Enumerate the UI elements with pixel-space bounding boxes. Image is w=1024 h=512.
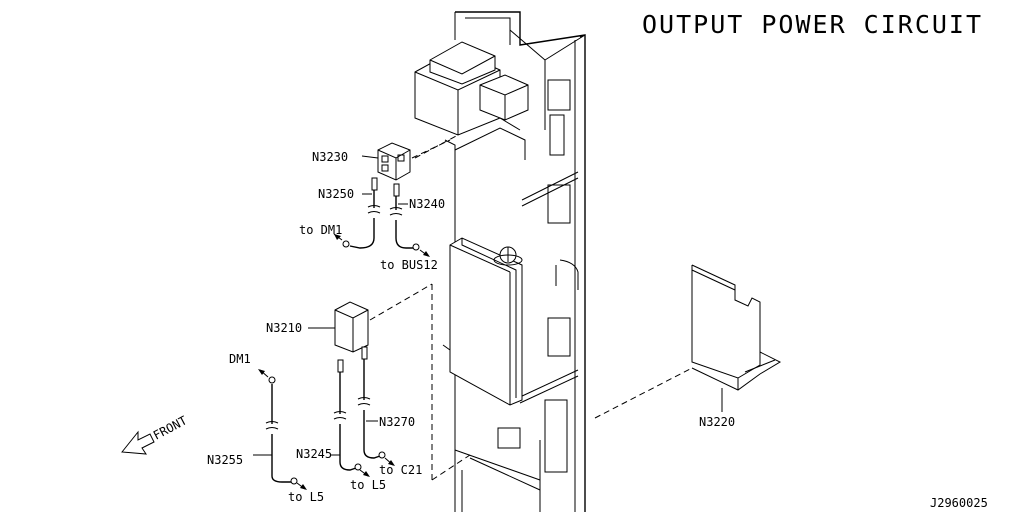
label-to-dm1: to DM1: [299, 223, 342, 237]
label-to-c21: to C21: [379, 463, 422, 477]
label-to-l5-a: to L5: [288, 490, 324, 504]
label-dm1: DM1: [229, 352, 251, 366]
dashed-ref-top: [414, 134, 459, 159]
label-n3270: N3270: [379, 415, 415, 429]
harness-n3270[interactable]: [357, 346, 386, 459]
arrow-to-l5-b: [359, 469, 370, 477]
figure-id: J2960025: [930, 496, 988, 510]
arrow-dm1: [258, 369, 269, 378]
dashed-ref-n3220: [594, 367, 693, 419]
label-n3255: N3255: [207, 453, 243, 467]
connector-n3210[interactable]: [334, 301, 369, 353]
label-n3210: N3210: [266, 321, 302, 335]
label-to-bus12: to BUS12: [380, 258, 438, 272]
arrow-to-c21: [384, 457, 395, 466]
arrow-to-bus12: [419, 249, 430, 257]
label-n3245: N3245: [296, 447, 332, 461]
label-n3220: N3220: [699, 415, 735, 429]
label-to-l5-b: to L5: [350, 478, 386, 492]
connector-n3230[interactable]: [377, 142, 411, 181]
leader-n3230: [361, 155, 379, 159]
diagram-title: OUTPUT POWER CIRCUIT: [642, 10, 983, 39]
dashed-ref-bottom: [431, 454, 471, 481]
cabinet-frame: [454, 11, 586, 512]
upper-contactor-assembly: [414, 41, 529, 160]
mounting-plate: [442, 139, 523, 406]
cover-plate-n3220[interactable]: [691, 264, 782, 391]
label-n3230: N3230: [312, 150, 348, 164]
front-arrow-icon: [121, 430, 155, 455]
label-n3250: N3250: [318, 187, 354, 201]
arrow-to-l5-a: [296, 482, 307, 490]
label-front: FRONT: [151, 413, 189, 442]
harness-n3240[interactable]: [389, 183, 420, 251]
harness-n3255[interactable]: [265, 376, 298, 485]
harness-n3245[interactable]: [333, 359, 362, 471]
harness-n3250[interactable]: [342, 177, 381, 249]
label-n3240: N3240: [409, 197, 445, 211]
arrow-to-dm1: [333, 233, 343, 241]
dashed-ref-n3210: [369, 283, 433, 321]
